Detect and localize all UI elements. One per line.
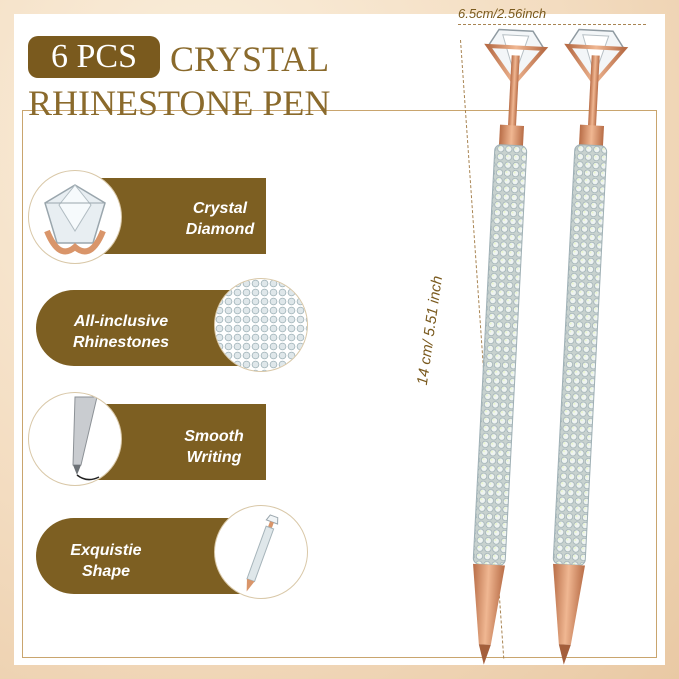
- product-title-line2: RHINESTONE PEN: [28, 83, 331, 123]
- feature-label-line1: Crystal: [192, 200, 248, 217]
- crystal-diamond-icon: [28, 170, 122, 264]
- feature-label-line2: Writing: [186, 449, 242, 466]
- product-title-line1: CRYSTAL: [170, 39, 330, 79]
- feature-label-line1: Smooth: [184, 428, 244, 445]
- rhinestone-texture-icon: [214, 278, 308, 372]
- feature-label-line2: Shape: [81, 563, 130, 580]
- feature-label-line2: Diamond: [185, 221, 255, 238]
- feature-label-shape: Exquistie Shape: [56, 540, 156, 582]
- feature-label-line1: All-inclusive: [73, 313, 169, 330]
- pen-shape-icon: [214, 505, 308, 599]
- feature-label-smooth-writing: Smooth Writing: [164, 426, 264, 468]
- feature-label-crystal-diamond: Crystal Diamond: [170, 198, 270, 240]
- width-dimension-line: [458, 24, 646, 25]
- pen-right: [552, 28, 629, 665]
- pen-tip-icon: [28, 392, 122, 486]
- width-dimension-label: 6.5cm/2.56inch: [458, 6, 547, 21]
- quantity-badge: 6 PCS: [28, 36, 160, 78]
- feature-label-line2: Rhinestones: [72, 334, 169, 351]
- feature-label-line1: Exquistie: [70, 542, 142, 559]
- feature-label-rhinestones: All-inclusive Rhinestones: [56, 311, 186, 353]
- rhinestone-pens-illustration: [472, 28, 629, 665]
- pen-left: [472, 28, 549, 665]
- content-border: [22, 110, 657, 658]
